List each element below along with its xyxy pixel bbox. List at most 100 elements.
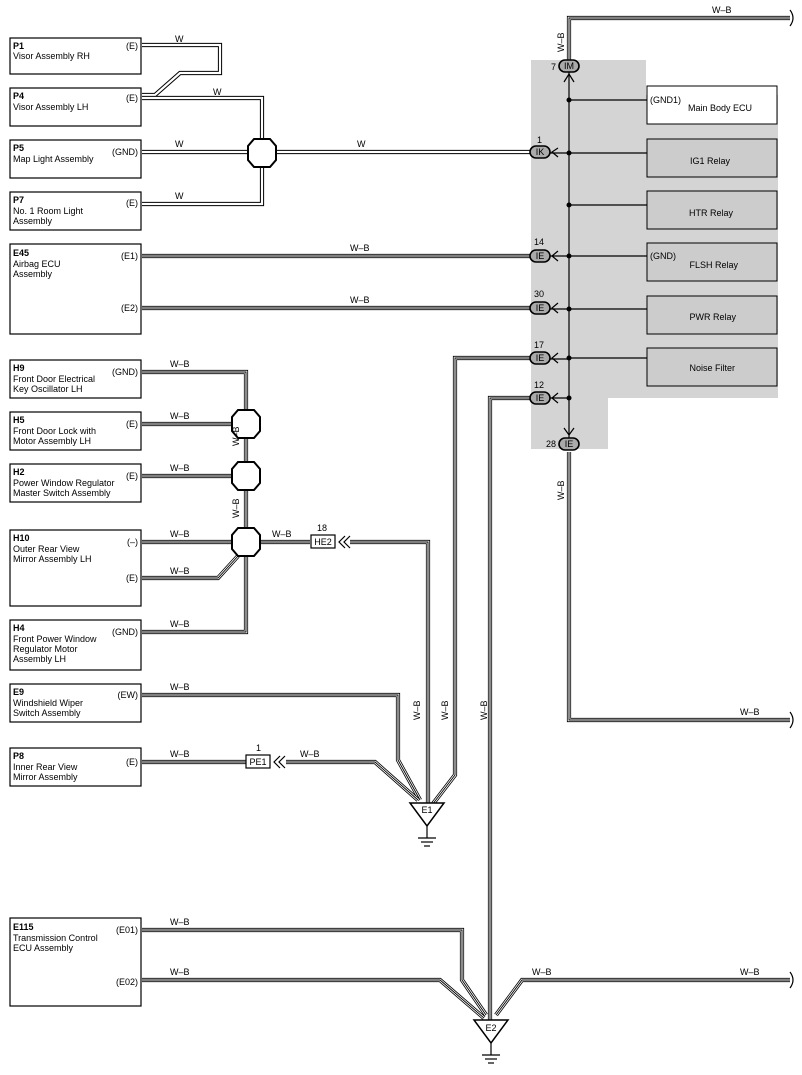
wire-label: W–B	[412, 700, 422, 720]
pin-label: (–)	[127, 537, 138, 547]
pin-label: (E)	[126, 757, 138, 767]
wire-label: W–B	[231, 426, 241, 446]
connector-pin-number: 7	[551, 62, 556, 72]
connector-pe1: 1 PE1	[245, 743, 286, 769]
wire-label: W–B	[350, 295, 370, 305]
connector-he2: 18 HE2	[310, 523, 351, 549]
junction-block-htr-relay: HTR Relay	[646, 190, 778, 230]
pin-label: (E)	[126, 93, 138, 103]
component-p5: P5 Map Light Assembly (GND)	[9, 139, 142, 179]
connector-code: IE	[565, 439, 574, 449]
wire-label: W	[175, 139, 184, 149]
wire-label: W–B	[170, 463, 190, 473]
jb-label: Noise Filter	[689, 363, 735, 373]
wire-label: W–B	[712, 5, 732, 15]
component-code: P8	[13, 751, 24, 761]
component-code: H2	[13, 467, 25, 477]
connector-code: IM	[564, 61, 574, 71]
wire-label: W	[357, 139, 366, 149]
component-h9: H9 Front Door Electrical Key Oscillator …	[9, 359, 142, 399]
component-e9: E9 Windshield Wiper Switch Assembly (EW)	[9, 683, 142, 723]
wire-break-marks	[789, 9, 794, 989]
component-name: No. 1 Room Light	[13, 206, 84, 216]
wire-label: W–B	[170, 917, 190, 927]
component-name: Mirror Assembly LH	[13, 554, 92, 564]
wire-label: W–B	[170, 566, 190, 576]
wire-label: W–B	[740, 967, 760, 977]
junction-block-ig1-relay: IG1 Relay	[646, 138, 778, 178]
junction-block-noise-filter: Noise Filter	[646, 347, 778, 387]
jb-label: FLSH Relay	[689, 260, 738, 270]
pin-label: (E1)	[121, 251, 138, 261]
component-name: Assembly	[13, 269, 53, 279]
component-name: Power Window Regulator	[13, 478, 115, 488]
component-code: P1	[13, 41, 24, 51]
component-name: Inner Rear View	[13, 762, 78, 772]
wire-label: W–B	[170, 359, 190, 369]
pin-label: (E)	[126, 41, 138, 51]
connector-code: HE2	[314, 537, 332, 547]
ground-label: E2	[485, 1023, 496, 1033]
wire-color-labels: W W W W W W–B W–B W–B W–B W–B W–B W–B W–…	[170, 5, 760, 977]
connector-pin-number: 12	[534, 380, 544, 390]
component-e115: E115 Transmission Control ECU Assembly (…	[9, 917, 142, 1007]
wire-label: W–B	[170, 619, 190, 629]
component-name: Airbag ECU	[13, 259, 61, 269]
component-name: Motor Assembly LH	[13, 436, 91, 446]
component-e45: E45 Airbag ECU Assembly (E1) (E2)	[9, 243, 142, 335]
jb-pin-label: (GND1)	[650, 95, 681, 105]
component-name: Visor Assembly RH	[13, 51, 90, 61]
connector-ik: 1 IK	[529, 135, 559, 159]
wire-label: W–B	[740, 707, 760, 717]
wire-label: W–B	[440, 700, 450, 720]
wire-label: W–B	[479, 700, 489, 720]
component-name: Key Oscillator LH	[13, 384, 83, 394]
connector-pin-number: 18	[317, 523, 327, 533]
connector-code: IK	[536, 147, 545, 157]
component-name: Transmission Control	[13, 933, 98, 943]
component-name: Mirror Assembly	[13, 772, 78, 782]
pin-label: (E)	[126, 471, 138, 481]
pin-label: (E)	[126, 573, 138, 583]
wire-label: W–B	[350, 243, 370, 253]
ground-e1: E1	[408, 802, 446, 847]
pin-label: (EW)	[118, 690, 139, 700]
wire-label: W–B	[170, 749, 190, 759]
component-name: Assembly	[13, 216, 53, 226]
pin-label: (E2)	[121, 303, 138, 313]
connector-code: IE	[536, 393, 545, 403]
connector-code: IE	[536, 251, 545, 261]
wire-label: W–B	[532, 967, 552, 977]
component-name: Windshield Wiper	[13, 698, 83, 708]
component-code: E9	[13, 687, 24, 697]
component-p8: P8 Inner Rear View Mirror Assembly (E)	[9, 747, 142, 787]
connector-pin-number: 28	[546, 439, 556, 449]
ground-label: E1	[421, 805, 432, 815]
component-code: H4	[13, 623, 25, 633]
component-code: P5	[13, 143, 24, 153]
connector-pin-number: 1	[537, 135, 542, 145]
pin-label: (E)	[126, 419, 138, 429]
wire-label: W	[175, 191, 184, 201]
pin-label: (E)	[126, 198, 138, 208]
component-name: Switch Assembly	[13, 708, 81, 718]
pin-label: (GND)	[112, 147, 138, 157]
component-name: Front Door Lock with	[13, 426, 96, 436]
connector-ie-28: 28 IE	[546, 427, 580, 451]
connector-pin-number: 1	[256, 743, 261, 753]
component-name: Master Switch Assembly	[13, 488, 111, 498]
component-p1: P1 Visor Assembly RH (E)	[9, 37, 142, 75]
component-code: P4	[13, 91, 24, 101]
component-name: Visor Assembly LH	[13, 102, 88, 112]
pin-label: (E01)	[116, 925, 138, 935]
wire-label: W–B	[170, 529, 190, 539]
pin-label: (GND)	[112, 627, 138, 637]
wires	[142, 15, 790, 1020]
component-code: H10	[13, 533, 30, 543]
wire-label: W–B	[170, 682, 190, 692]
wire-label: W	[213, 87, 222, 97]
component-name: ECU Assembly	[13, 943, 74, 953]
connector-ie-17: 17 IE	[529, 340, 559, 365]
wire-label: W	[175, 34, 184, 44]
wire-label: W–B	[170, 411, 190, 421]
